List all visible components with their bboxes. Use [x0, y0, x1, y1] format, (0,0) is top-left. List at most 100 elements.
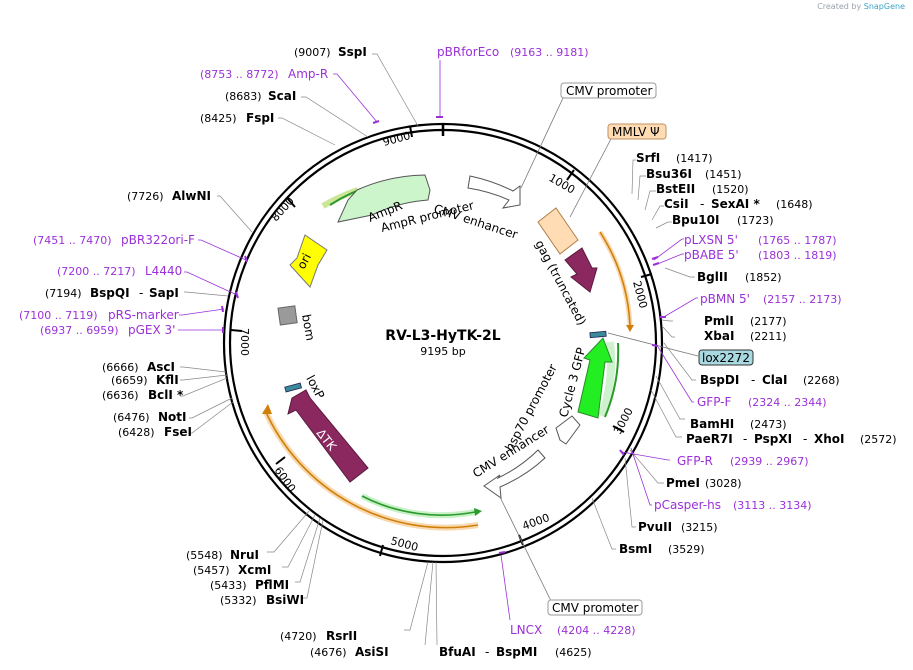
svg-text:(1852): (1852): [745, 271, 782, 284]
site-paer7i-pspxi-xhoi: PaeR7I - PspXI - XhoI (2572): [686, 432, 897, 446]
svg-text:(4204 .. 4228): (4204 .. 4228): [557, 624, 636, 637]
primer-pbr322ori: (7451 .. 7470) pBR322ori-F: [33, 233, 195, 247]
svg-text:SspI: SspI: [338, 45, 367, 59]
svg-text:KflI: KflI: [156, 373, 179, 387]
site-bamhi: BamHI (2473): [690, 417, 787, 431]
svg-text:(3529): (3529): [668, 543, 705, 556]
ori-label: ori: [294, 251, 314, 271]
svg-text:-: -: [803, 432, 807, 446]
primer-leaders-left: [178, 60, 441, 331]
plasmid-name: RV-L3-HyTK-2L: [385, 328, 500, 344]
svg-text:(6937 .. 6959): (6937 .. 6959): [40, 324, 119, 337]
gfp-glow: [598, 341, 616, 418]
svg-text:SapI: SapI: [149, 286, 179, 300]
cmv-enhancer-top-arrow: [467, 175, 521, 209]
primer-amp-r: (8753 .. 8772) Amp-R: [200, 67, 328, 81]
svg-text:GFP-F: GFP-F: [697, 395, 732, 409]
site-pmei: PmeI (3028): [666, 476, 742, 490]
leaders-bottom: [267, 509, 438, 646]
bottom-orange-arc: [262, 408, 479, 531]
primer-lncx: LNCX (4204 .. 4228): [510, 623, 636, 637]
svg-text:FseI: FseI: [164, 425, 192, 439]
primer-pbmn: pBMN 5' (2157 .. 2173): [700, 292, 842, 306]
mmlv-label: MMLV Ψ: [612, 125, 660, 139]
site-csii-sexai: CsiI - SexAI * (1648): [664, 197, 813, 211]
svg-text:(1417): (1417): [676, 152, 713, 165]
cmv-promoter-top-label: CMV promoter: [566, 84, 653, 98]
svg-text:(6659): (6659): [111, 374, 148, 387]
gag-orange-arc-head: [626, 325, 634, 332]
site-asisi: (4676) AsiSI: [310, 645, 389, 659]
site-srfi: SrfI (1417): [636, 151, 713, 165]
mmlv-psi: MMLV Ψ: [569, 123, 667, 218]
svg-text:pBRforEco: pBRforEco: [437, 45, 499, 59]
site-xbai: XbaI (2211): [704, 329, 787, 343]
svg-text:(4625): (4625): [555, 646, 592, 659]
primer-pcasper: pCasper-hs (3113 .. 3134): [654, 498, 812, 512]
svg-text:(3215): (3215): [681, 521, 718, 534]
svg-text:BspDI: BspDI: [700, 373, 739, 387]
svg-text:(3028): (3028): [705, 477, 742, 490]
svg-text:-: -: [700, 197, 704, 211]
svg-text:(5332): (5332): [220, 594, 257, 607]
svg-text:(9007): (9007): [294, 46, 331, 59]
svg-text:(1723): (1723): [737, 214, 774, 227]
gag-orange-arc-line: [599, 231, 631, 326]
site-pvuii: PvuII (3215): [638, 520, 718, 534]
svg-text:BstEII: BstEII: [656, 182, 695, 196]
svg-text:BsmI: BsmI: [619, 542, 652, 556]
svg-text:(1451): (1451): [705, 168, 742, 181]
site-scai: (8683) ScaI: [225, 89, 296, 103]
loxp-glyph: [284, 382, 302, 393]
svg-text:pBABE 5': pBABE 5': [684, 248, 739, 262]
leaders-right: [591, 159, 696, 550]
site-fspi: (8425) FspI: [200, 111, 274, 125]
svg-text:Bsu36I: Bsu36I: [646, 167, 692, 181]
svg-text:BspMI: BspMI: [496, 645, 537, 659]
site-bsiwi: (5332) BsiWI: [220, 593, 304, 607]
svg-text:PvuII: PvuII: [638, 520, 672, 534]
primer-gfp-r: GFP-R (2939 .. 2967): [677, 454, 809, 468]
bottom-orange-arc-line: [264, 409, 479, 529]
svg-text:PspXI: PspXI: [754, 432, 792, 446]
svg-text:AscI: AscI: [147, 360, 175, 374]
site-bsu36i: Bsu36I (1451): [646, 167, 742, 181]
gfp-arrow: [577, 337, 613, 419]
cmv-promoter-top: CMV promoter: [520, 82, 657, 189]
bottom-orange-arc-head: [262, 404, 272, 414]
svg-text:-: -: [743, 432, 747, 446]
svg-text:Amp-R: Amp-R: [288, 67, 328, 81]
svg-text:(2572): (2572): [860, 433, 897, 446]
site-asci: (6666) AscI: [102, 360, 175, 374]
ori-arrow: [289, 234, 328, 288]
svg-text:(6428): (6428): [118, 426, 155, 439]
svg-text:(7100 .. 7119): (7100 .. 7119): [19, 309, 98, 322]
svg-text:(4720): (4720): [280, 630, 317, 643]
bom-box: [277, 305, 298, 326]
lncx-leader: [500, 554, 511, 621]
ampr-arrow: [337, 174, 431, 223]
tick-3000: 3000: [611, 406, 636, 437]
site-nrui: (5548) NruI: [186, 548, 259, 562]
svg-text:pBR322ori-F: pBR322ori-F: [121, 233, 195, 247]
svg-text:CsiI: CsiI: [664, 197, 689, 211]
gag-dark-arrow: [564, 247, 598, 293]
svg-text:GFP-R: GFP-R: [677, 454, 713, 468]
tick-7000: 7000: [238, 328, 251, 356]
site-kfli: (6659) KflI: [111, 373, 179, 387]
site-rsrii: (4720) RsrII: [280, 629, 357, 643]
svg-text:(7194): (7194): [45, 287, 82, 300]
tick-6000: 6000: [272, 464, 299, 494]
svg-text:(3113 .. 3134): (3113 .. 3134): [733, 499, 812, 512]
svg-text:FspI: FspI: [246, 111, 274, 125]
svg-text:pGEX 3': pGEX 3': [128, 323, 175, 337]
gag-orange-arc: [597, 230, 633, 326]
svg-text:(1648): (1648): [776, 198, 813, 211]
svg-text:(2473): (2473): [750, 418, 787, 431]
svg-text:(7451 .. 7470): (7451 .. 7470): [33, 234, 112, 247]
hsp70-arrow: [555, 415, 581, 445]
svg-text:PflMI: PflMI: [255, 578, 289, 592]
primer-plxsn: pLXSN 5' (1765 .. 1787): [684, 233, 837, 247]
svg-text:ClaI: ClaI: [762, 373, 787, 387]
svg-text:BsiWI: BsiWI: [266, 593, 304, 607]
